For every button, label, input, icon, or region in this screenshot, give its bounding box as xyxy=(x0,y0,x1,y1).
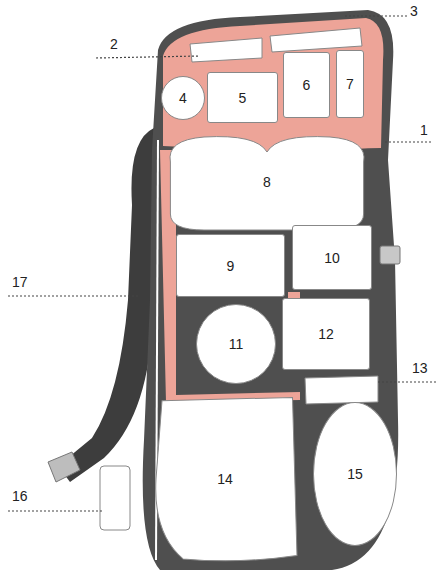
callout-number: 14 xyxy=(217,471,233,487)
callout-number: 11 xyxy=(229,336,244,352)
callout-number: 1 xyxy=(420,122,428,138)
pack-body xyxy=(143,10,399,570)
lid-pocket xyxy=(270,28,362,52)
mesh-pocket xyxy=(305,376,378,404)
compartment-shape: 8 xyxy=(162,132,372,232)
hip-buckle xyxy=(48,452,80,482)
callout-number: 15 xyxy=(347,466,363,482)
compartment-shape: 9 xyxy=(176,234,285,297)
compartment-shape: 4 xyxy=(161,76,205,120)
side-buckle xyxy=(380,246,400,264)
callout-number: 10 xyxy=(324,250,340,266)
leader-line xyxy=(96,56,200,58)
callout-number: 5 xyxy=(239,90,247,106)
compartment-shape: 10 xyxy=(292,225,372,290)
compartment-shape: 14 xyxy=(150,394,300,564)
leader-line xyxy=(378,381,438,382)
compartment-shape: 15 xyxy=(313,402,397,546)
callout-number: 9 xyxy=(227,258,235,274)
compartment-shape: 12 xyxy=(282,298,370,370)
callout-number: 4 xyxy=(179,90,187,106)
callout-number: 2 xyxy=(110,36,118,52)
compartment-shape: 7 xyxy=(336,50,364,118)
leader-line xyxy=(345,15,408,16)
compartment-outline xyxy=(170,137,364,230)
callout-number: 17 xyxy=(12,274,28,290)
belt-pocket xyxy=(100,466,130,530)
callout-number: 7 xyxy=(346,76,354,92)
callout-number: 3 xyxy=(410,3,418,19)
lid-pocket xyxy=(190,38,262,62)
callout-number: 6 xyxy=(303,77,311,93)
compartment-shape: 11 xyxy=(196,304,276,384)
callout-number: 12 xyxy=(318,326,334,342)
compartment-shape: 6 xyxy=(283,52,330,118)
leader-line xyxy=(8,510,104,511)
callout-number: 8 xyxy=(263,174,271,190)
leader-line xyxy=(385,141,432,142)
compartment-shape: 5 xyxy=(207,72,278,123)
callout-number: 13 xyxy=(412,360,428,376)
compartment-outline xyxy=(156,397,297,560)
leader-line xyxy=(8,295,140,296)
callout-number: 16 xyxy=(12,488,28,504)
shoulder-strap xyxy=(58,128,154,482)
